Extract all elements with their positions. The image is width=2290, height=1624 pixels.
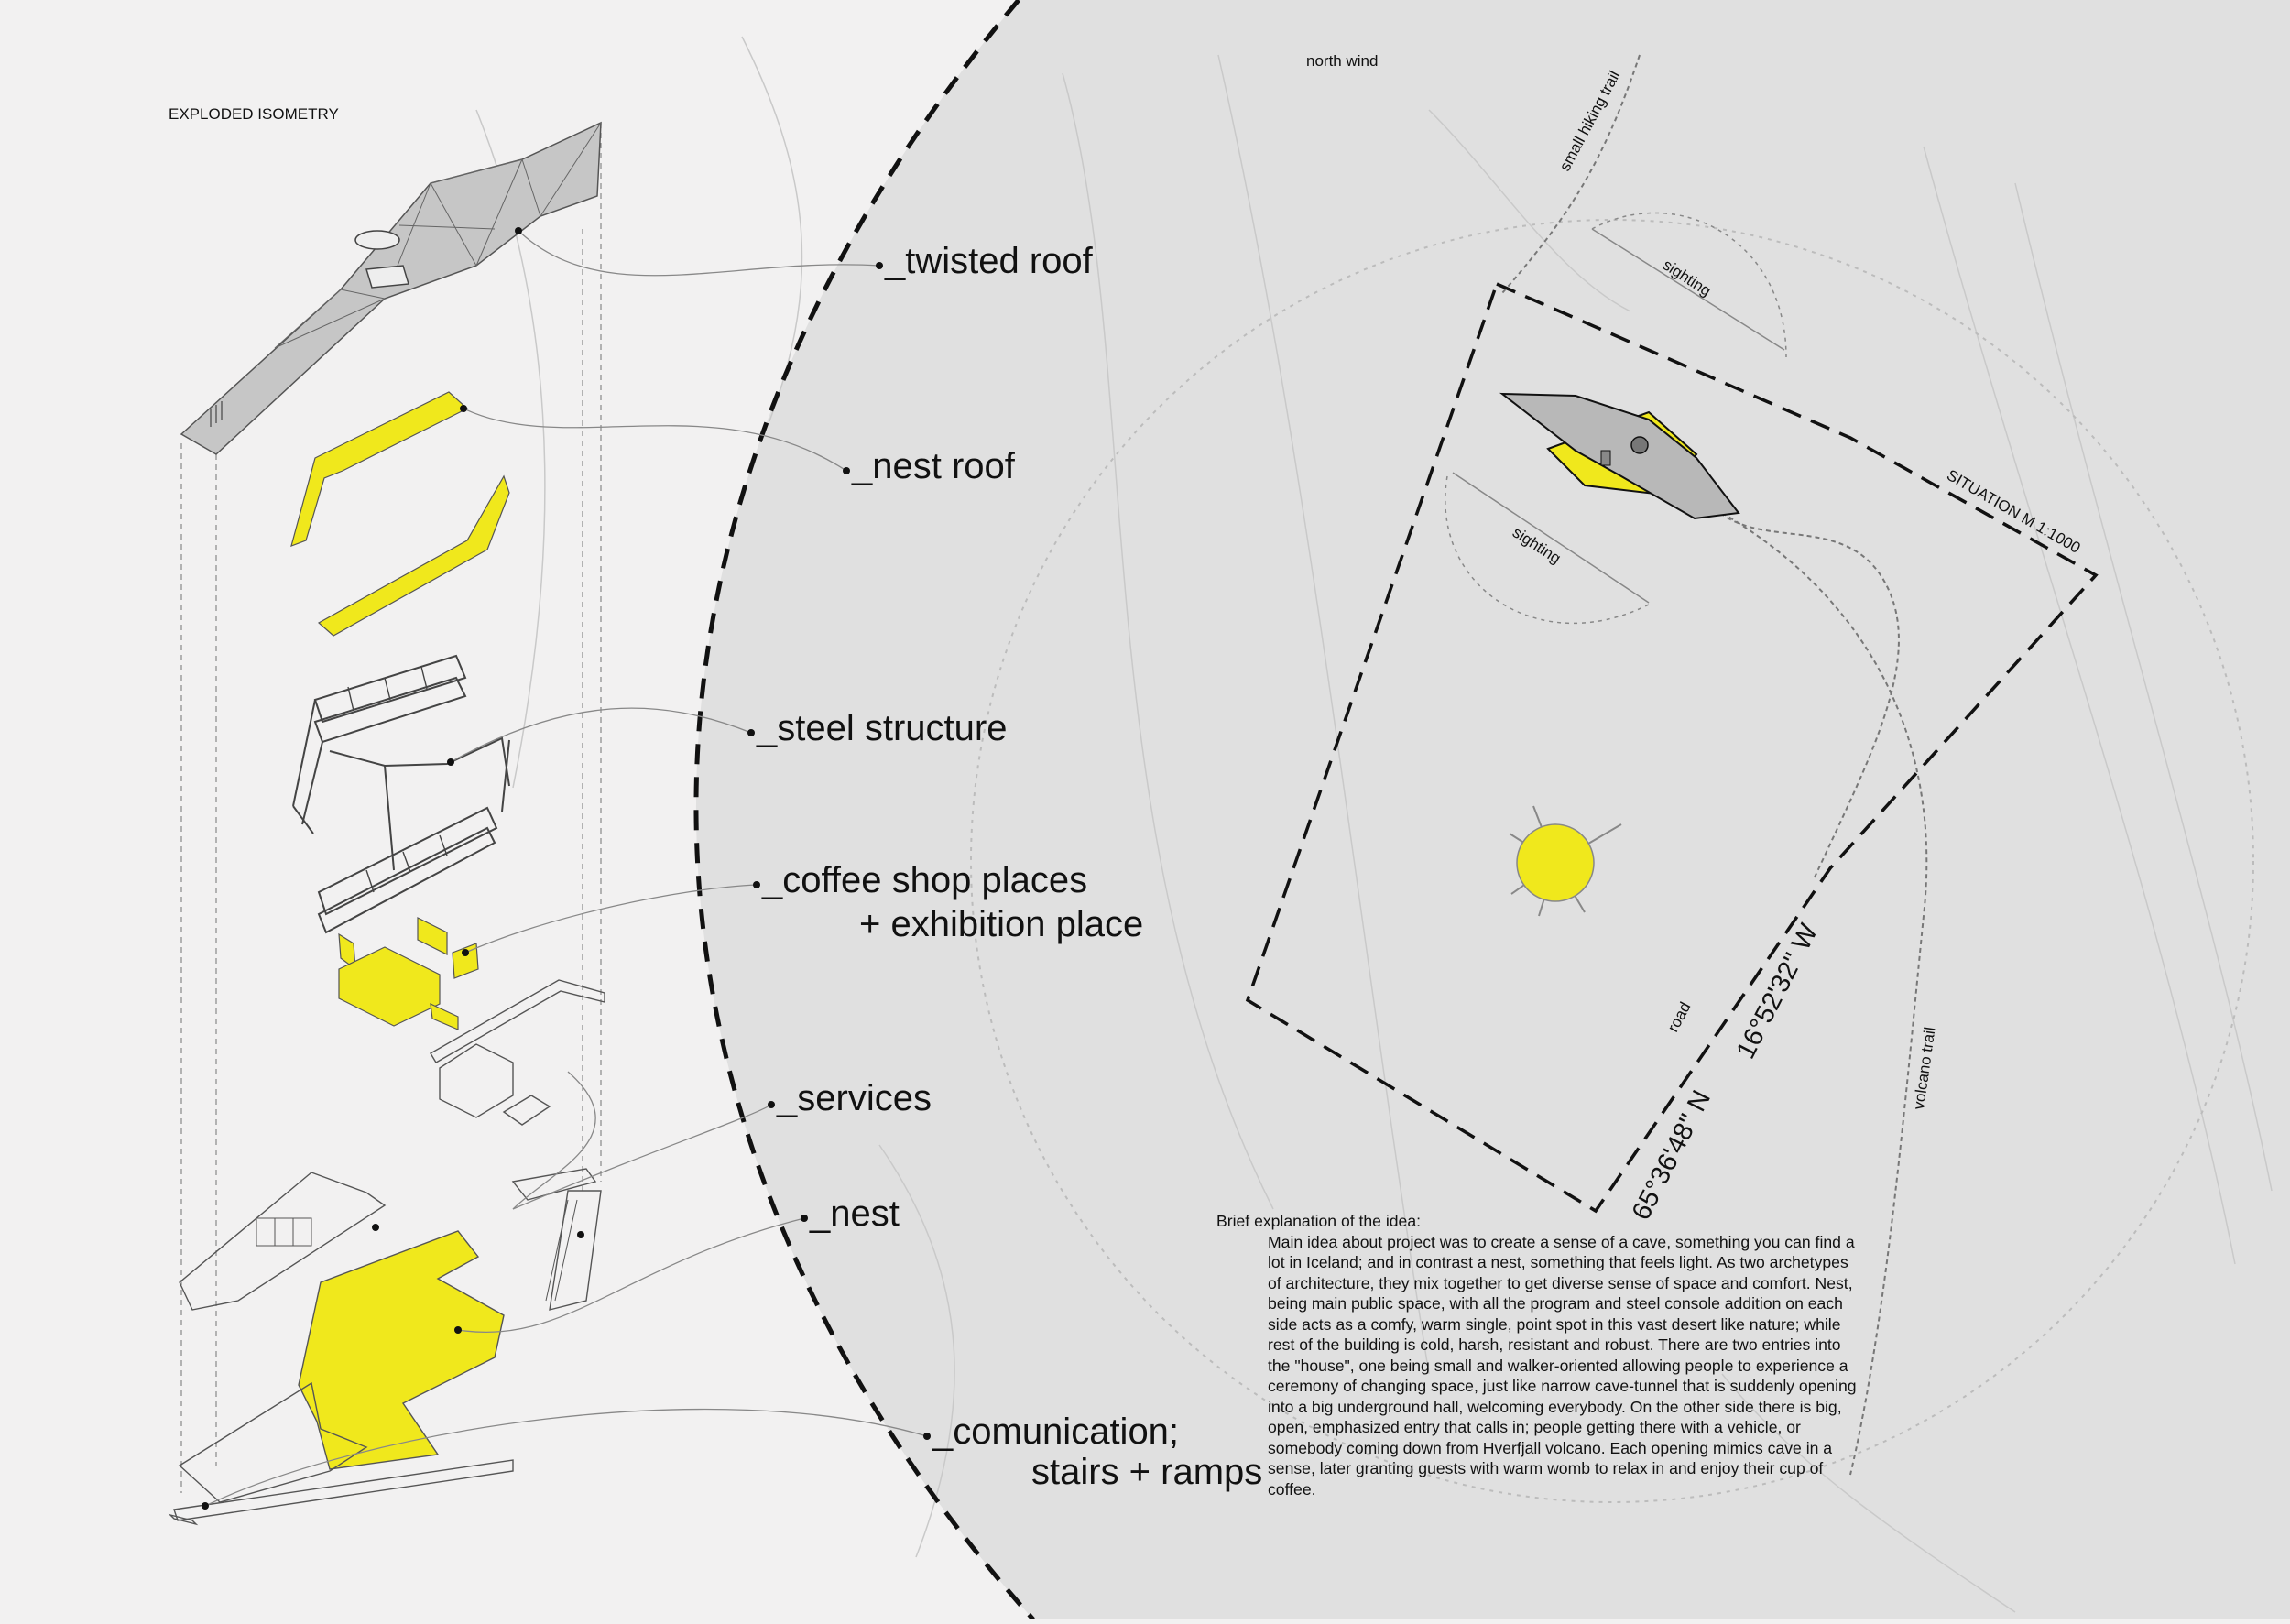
brief-body: Main idea about project was to create a … — [1268, 1232, 1857, 1499]
orientation-circle — [970, 219, 2254, 1503]
label-communication: _comunication; — [932, 1411, 1179, 1452]
dashed-arc — [693, 0, 1035, 1621]
label-stairs-ramps: stairs + ramps — [1031, 1452, 1262, 1492]
brief-heading: Brief explanation of the idea: — [1216, 1212, 1422, 1230]
leader-lines — [204, 230, 928, 1507]
leader-dots — [202, 227, 931, 1510]
brief-explanation: Brief explanation of the idea: Main idea… — [1216, 1211, 1858, 1499]
volcano-trail-line — [1721, 512, 1928, 1476]
hiking-trail-line — [1501, 54, 1641, 294]
steel-structure-layer — [292, 654, 510, 934]
twisted-roof-layer — [180, 121, 602, 455]
projection-lines — [180, 123, 602, 1493]
communication-layer — [168, 1199, 578, 1526]
road-line — [1719, 512, 1900, 880]
label-services: _services — [776, 1078, 932, 1118]
building-footprint — [1499, 392, 1740, 520]
label-steel-structure: _steel structure — [756, 708, 1007, 748]
sighting-arcs — [1445, 212, 1787, 625]
site-boundary — [1245, 281, 2099, 1214]
nest-layer — [298, 1230, 505, 1470]
label-twisted-roof: _twisted roof — [884, 241, 1094, 281]
sun-icon — [1509, 805, 1622, 917]
label-nest: _nest — [809, 1193, 900, 1234]
north-wind-label: north wind — [1306, 52, 1378, 70]
contour-lines — [475, 36, 2273, 1613]
services-layer — [179, 979, 605, 1311]
site-background — [695, 0, 2290, 1619]
isometry-title: EXPLODED ISOMETRY — [169, 105, 339, 123]
nest-roof-layer — [290, 391, 510, 637]
label-coffee-shop: _coffee shop places — [761, 860, 1087, 900]
coffee-shop-layer — [338, 917, 479, 1030]
label-nest-roof: _nest roof — [851, 446, 1016, 486]
label-exhibition: + exhibition place — [859, 904, 1143, 944]
